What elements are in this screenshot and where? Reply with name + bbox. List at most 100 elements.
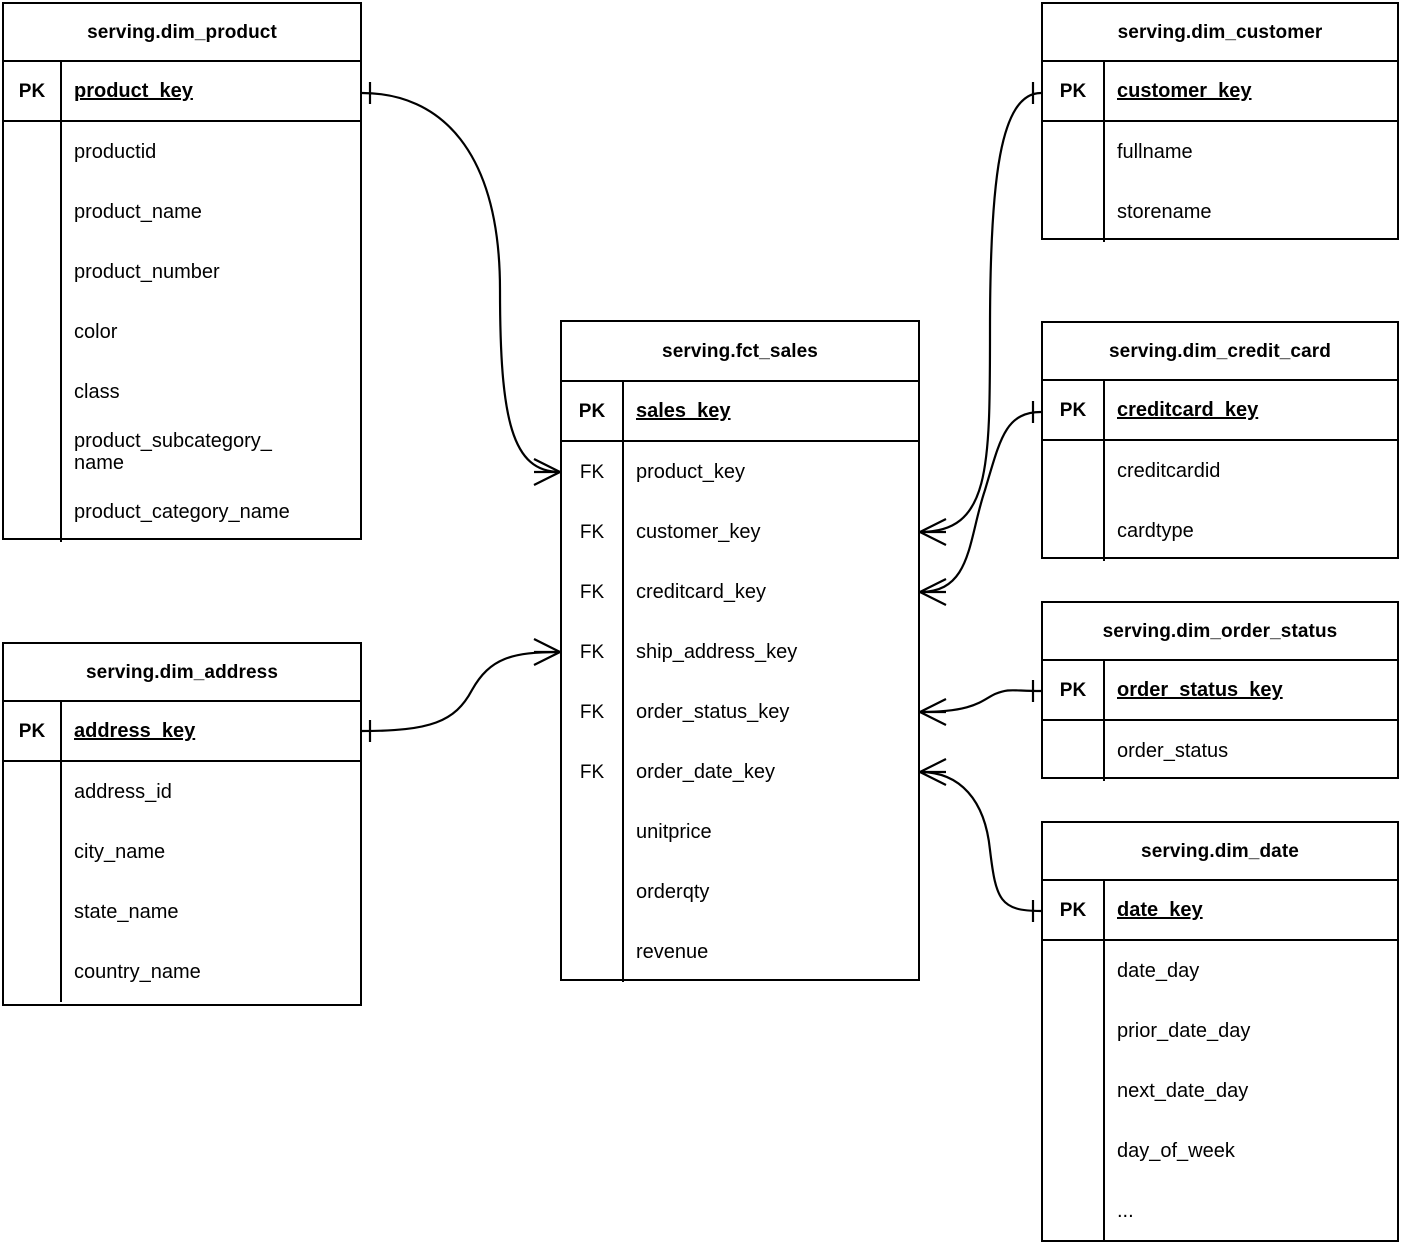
fk-row-fct_sales-creditcard_key[interactable]: FK creditcard_key bbox=[562, 562, 918, 622]
pk-field-dim_credit_card: creditcard_key bbox=[1117, 398, 1259, 421]
entity-title-dim_order_status: serving.dim_order_status bbox=[1043, 603, 1397, 661]
entity-title-dim_address: serving.dim_address bbox=[4, 644, 360, 702]
attribute-names-dim_order_status: order_status bbox=[1105, 721, 1397, 781]
pk-field-fct_sales: sales_key bbox=[636, 399, 731, 422]
pk-row-dim_address[interactable]: PK address_key bbox=[4, 702, 360, 762]
attribute-dim_product-color: color bbox=[74, 321, 118, 343]
relationship-address-to-sales bbox=[361, 638, 561, 742]
attribute-dim_product-product_subcategory_-name: product_subcategory_ name bbox=[74, 430, 272, 474]
attribute-dim_product-product_name: product_name bbox=[74, 201, 202, 223]
pk-badge-fct_sales: PK bbox=[562, 382, 624, 440]
fk-field-customer_key: customer_key bbox=[636, 520, 761, 543]
fk-row-fct_sales-order_status_key[interactable]: FK order_status_key bbox=[562, 682, 918, 742]
attribute-dim_product-productid: productid bbox=[74, 141, 157, 163]
attribute-dim_credit_card-cardtype: cardtype bbox=[1117, 520, 1194, 542]
pk-badge-dim_product: PK bbox=[4, 62, 62, 120]
attribute-dim_order_status-order_status: order_status bbox=[1117, 740, 1229, 762]
cardinality-many-crowsfoot bbox=[533, 638, 561, 666]
attribute-key-gutter-dim_customer bbox=[1043, 122, 1105, 242]
fk-row-fct_sales-ship_address_key[interactable]: FK ship_address_key bbox=[562, 622, 918, 682]
pk-row-fct_sales[interactable]: PK sales_key bbox=[562, 382, 918, 442]
field-list-dim_order_status: order_status bbox=[1043, 721, 1397, 781]
attribute-block-dim_credit_card: creditcardid cardtype bbox=[1043, 441, 1397, 561]
fk-field-product_key: product_key bbox=[636, 460, 745, 483]
fk-badge-creditcard_key: FK bbox=[562, 562, 624, 622]
pk-badge-dim_date: PK bbox=[1043, 881, 1105, 939]
fk-field-ship_address_key: ship_address_key bbox=[636, 640, 798, 663]
fk-badge-order_date_key: FK bbox=[562, 742, 624, 802]
pk-row-dim_product[interactable]: PK product_key bbox=[4, 62, 360, 122]
cardinality-many-crowsfoot bbox=[533, 458, 561, 486]
fk-field-creditcard_key: creditcard_key bbox=[636, 580, 767, 603]
attribute-dim_address-address_id: address_id bbox=[74, 781, 172, 803]
attribute-dim_customer-fullname: fullname bbox=[1117, 141, 1193, 163]
fk-row-fct_sales-product_key[interactable]: FK product_key bbox=[562, 442, 918, 502]
fk-badge-ship_address_key: FK bbox=[562, 622, 624, 682]
pk-badge-dim_order_status: PK bbox=[1043, 661, 1105, 719]
fk-badge-customer_key: FK bbox=[562, 502, 624, 562]
relationship-sales-to-customer bbox=[919, 82, 1042, 546]
field-list-dim_credit_card: creditcardid cardtype bbox=[1043, 441, 1397, 561]
fk-field-order_status_key: order_status_key bbox=[636, 700, 790, 723]
attribute-dim_customer-storename: storename bbox=[1117, 201, 1212, 223]
entity-title-dim_date: serving.dim_date bbox=[1043, 823, 1397, 881]
pk-badge-dim_customer: PK bbox=[1043, 62, 1105, 120]
attribute-key-gutter-dim_address bbox=[4, 762, 62, 1002]
pk-badge-dim_address: PK bbox=[4, 702, 62, 760]
relationship-sales-to-order-status bbox=[919, 680, 1042, 726]
attribute-key-gutter-dim_product bbox=[4, 122, 62, 542]
fk-badge-order_status_key: FK bbox=[562, 682, 624, 742]
pk-field-dim_product: product_key bbox=[74, 79, 193, 102]
attribute-block-dim_order_status: order_status bbox=[1043, 721, 1397, 781]
attribute-key-gutter-dim_order_status bbox=[1043, 721, 1105, 781]
entity-title-dim_customer: serving.dim_customer bbox=[1043, 4, 1397, 62]
attribute-dim_date--: ... bbox=[1117, 1200, 1134, 1222]
attribute-dim_product-product_category_name: product_category_name bbox=[74, 501, 290, 523]
attribute-dim_product-class: class bbox=[74, 381, 120, 403]
entity-title-fct_sales: serving.fct_sales bbox=[562, 322, 918, 382]
cardinality-many-crowsfoot bbox=[919, 518, 947, 546]
fk-row-fct_sales-customer_key[interactable]: FK customer_key bbox=[562, 502, 918, 562]
field-list-dim_customer: fullname storename bbox=[1043, 122, 1397, 242]
attribute-dim_date-date_day: date_day bbox=[1117, 960, 1200, 982]
attribute-dim_credit_card-creditcardid: creditcardid bbox=[1117, 460, 1221, 482]
attribute-names-dim_customer: fullname storename bbox=[1105, 122, 1397, 242]
attribute-dim_date-day_of_week: day_of_week bbox=[1117, 1140, 1235, 1162]
fk-row-fct_sales-order_date_key[interactable]: FK order_date_key bbox=[562, 742, 918, 802]
attribute-fct_sales-unitprice: unitprice bbox=[636, 821, 712, 843]
attribute-key-gutter-dim_date bbox=[1043, 941, 1105, 1241]
relationship-sales-to-date bbox=[919, 758, 1042, 922]
relationship-product-to-sales bbox=[361, 82, 561, 486]
attribute-key-gutter-fct_sales bbox=[562, 802, 624, 982]
fk-field-order_date_key: order_date_key bbox=[636, 760, 775, 783]
cardinality-many-crowsfoot bbox=[919, 758, 947, 786]
attribute-block-dim_customer: fullname storename bbox=[1043, 122, 1397, 242]
attribute-dim_date-prior_date_day: prior_date_day bbox=[1117, 1020, 1251, 1042]
fk-badge-product_key: FK bbox=[562, 442, 624, 502]
attribute-dim_address-state_name: state_name bbox=[74, 901, 179, 923]
pk-field-dim_address: address_key bbox=[74, 719, 196, 742]
attribute-dim_address-city_name: city_name bbox=[74, 841, 166, 863]
